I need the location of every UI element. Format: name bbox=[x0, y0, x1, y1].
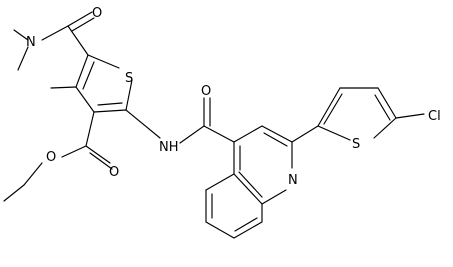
bond bbox=[97, 102, 123, 106]
bond bbox=[291, 125, 319, 143]
bond bbox=[85, 111, 95, 147]
bond bbox=[238, 171, 263, 198]
bond bbox=[233, 125, 263, 143]
bond bbox=[82, 61, 95, 90]
bond bbox=[261, 189, 287, 205]
bond bbox=[85, 145, 111, 164]
bond bbox=[377, 87, 397, 119]
bond bbox=[205, 221, 235, 239]
bond bbox=[234, 217, 258, 232]
bond bbox=[93, 109, 127, 113]
bond bbox=[263, 132, 288, 147]
bond bbox=[75, 86, 95, 113]
bond bbox=[233, 173, 263, 205]
atom-s-thiophene-main: S bbox=[125, 71, 133, 86]
bond bbox=[205, 173, 235, 191]
atom-n-dimethyl: N bbox=[26, 35, 36, 50]
bond bbox=[87, 54, 120, 69]
bond bbox=[23, 162, 43, 186]
atom-cl: Cl bbox=[428, 109, 441, 124]
bond bbox=[50, 86, 77, 89]
bond bbox=[3, 184, 25, 202]
bond bbox=[179, 125, 205, 144]
bond bbox=[125, 79, 133, 111]
bond bbox=[317, 125, 351, 141]
bond bbox=[261, 125, 293, 143]
bond bbox=[203, 125, 235, 143]
bond bbox=[67, 11, 93, 27]
atom-s-thiophene-cl: S bbox=[352, 137, 360, 152]
bond bbox=[41, 25, 69, 41]
atom-o-amide-top: O bbox=[92, 6, 102, 21]
bond bbox=[317, 87, 341, 127]
bond bbox=[61, 145, 87, 158]
bond bbox=[13, 29, 29, 41]
bonds bbox=[3, 11, 425, 239]
bond bbox=[89, 152, 113, 170]
atom-n-quinoline: N bbox=[288, 173, 298, 188]
bond bbox=[17, 46, 29, 71]
bond bbox=[67, 25, 89, 56]
bond bbox=[125, 109, 161, 139]
bond bbox=[395, 113, 425, 119]
bond bbox=[373, 117, 397, 139]
bond bbox=[233, 221, 263, 239]
bond bbox=[71, 17, 95, 32]
atom-o-amide-mid: O bbox=[201, 84, 211, 99]
atom-o-ester-ether: O bbox=[46, 150, 56, 165]
atom-o-ester-carbonyl: O bbox=[109, 165, 119, 180]
bond bbox=[323, 93, 343, 125]
bond bbox=[374, 94, 391, 121]
atom-nh-amide: NH bbox=[159, 140, 179, 155]
atom-labels: O N S NH O O O S Cl N bbox=[26, 6, 441, 188]
bond bbox=[75, 54, 89, 88]
